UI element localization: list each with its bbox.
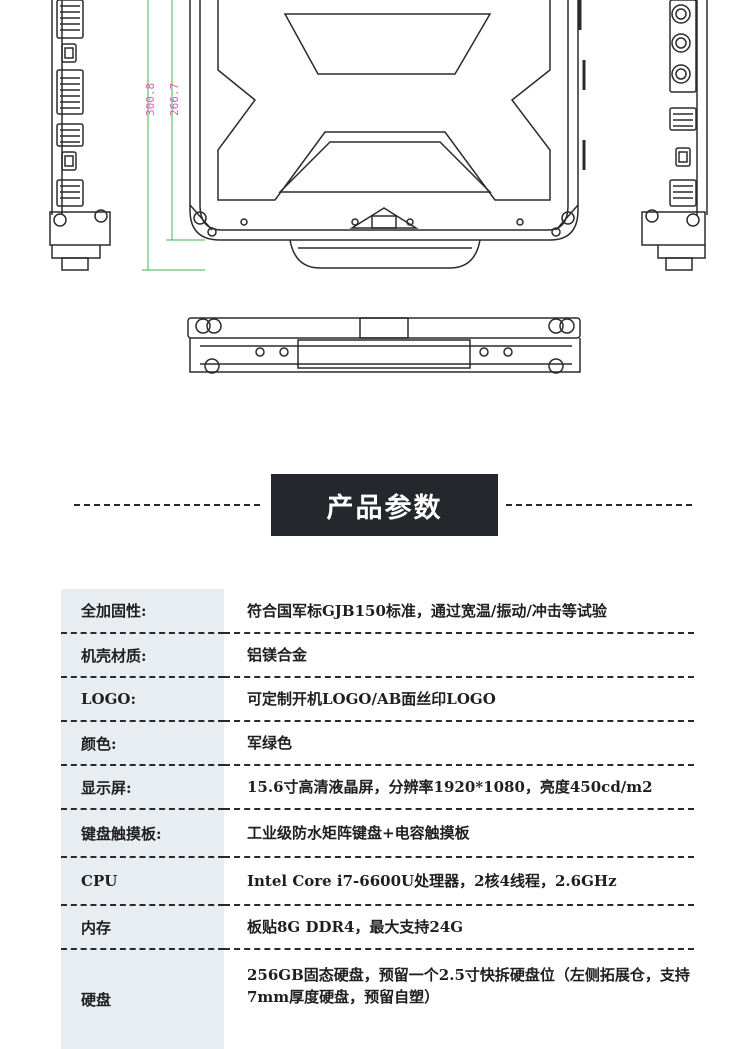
spec-value: 工业级防水矩阵键盘+电容触摸板 bbox=[224, 809, 694, 858]
spec-label: 内存 bbox=[61, 905, 224, 950]
spec-label: 机壳材质: bbox=[61, 633, 224, 678]
spec-row: 全加固性: 符合国军标GJB150标准，通过宽温/振动/冲击等试验 bbox=[61, 589, 694, 634]
spec-value: Intel Core i7-6600U处理器，2核4线程，2.6GHz bbox=[224, 857, 694, 906]
heading-divider-right bbox=[506, 504, 692, 506]
spec-value: 板贴8G DDR4，最大支持24G bbox=[224, 905, 694, 950]
section-heading: 产品参数 bbox=[0, 474, 750, 536]
spec-value: 符合国军标GJB150标准，通过宽温/振动/冲击等试验 bbox=[224, 589, 694, 634]
spec-value: 铝镁合金 bbox=[224, 633, 694, 678]
top-view bbox=[189, 0, 586, 269]
spec-value: 256GB固态硬盘，预留一个2.5寸快拆硬盘位（左侧拓展仓，支持7mm厚度硬盘，… bbox=[247, 966, 690, 1006]
spec-label: 全加固性: bbox=[61, 589, 224, 634]
spec-row: 键盘触摸板: 工业级防水矩阵键盘+电容触摸板 bbox=[61, 809, 694, 858]
dimension-outer-label: 300.8 bbox=[144, 83, 157, 116]
technical-drawing: 300.8 266.7 bbox=[0, 0, 750, 430]
spec-table: 全加固性: 符合国军标GJB150标准，通过宽温/振动/冲击等试验 机壳材质: … bbox=[61, 589, 694, 1049]
spec-row: CPU Intel Core i7-6600U处理器，2核4线程，2.6GHz bbox=[61, 857, 694, 906]
spec-row: 内存 板贴8G DDR4，最大支持24G bbox=[61, 905, 694, 950]
spec-label: 颜色: bbox=[61, 721, 224, 766]
spec-row: 显示屏: 15.6寸高清液晶屏，分辨率1920*1080，亮度450cd/m2 bbox=[61, 765, 694, 810]
dimension-lines bbox=[142, 0, 205, 271]
left-side-view bbox=[49, 0, 111, 271]
spec-row: 颜色: 军绿色 bbox=[61, 721, 694, 766]
section-title: 产品参数 bbox=[271, 474, 498, 536]
spec-value: 可定制开机LOGO/AB面丝印LOGO bbox=[224, 677, 694, 722]
spec-row: LOGO: 可定制开机LOGO/AB面丝印LOGO bbox=[61, 677, 694, 722]
spec-label: 硬盘 bbox=[61, 949, 224, 1049]
spec-label: 键盘触摸板: bbox=[61, 809, 224, 858]
spec-value: 军绿色 bbox=[224, 721, 694, 766]
spec-label: 显示屏: bbox=[61, 765, 224, 810]
dimension-inner-label: 266.7 bbox=[168, 83, 181, 116]
spec-label: CPU bbox=[61, 857, 224, 906]
spec-row: 硬盘 256GB固态硬盘，预留一个2.5寸快拆硬盘位（左侧拓展仓，支持7mm厚度… bbox=[61, 949, 694, 1049]
heading-divider-left bbox=[74, 504, 260, 506]
spec-value: 15.6寸高清液晶屏，分辨率1920*1080，亮度450cd/m2 bbox=[224, 765, 694, 810]
spec-row: 机壳材质: 铝镁合金 bbox=[61, 633, 694, 678]
right-side-view bbox=[641, 0, 708, 271]
front-view bbox=[187, 317, 581, 374]
spec-label: LOGO: bbox=[61, 677, 224, 722]
